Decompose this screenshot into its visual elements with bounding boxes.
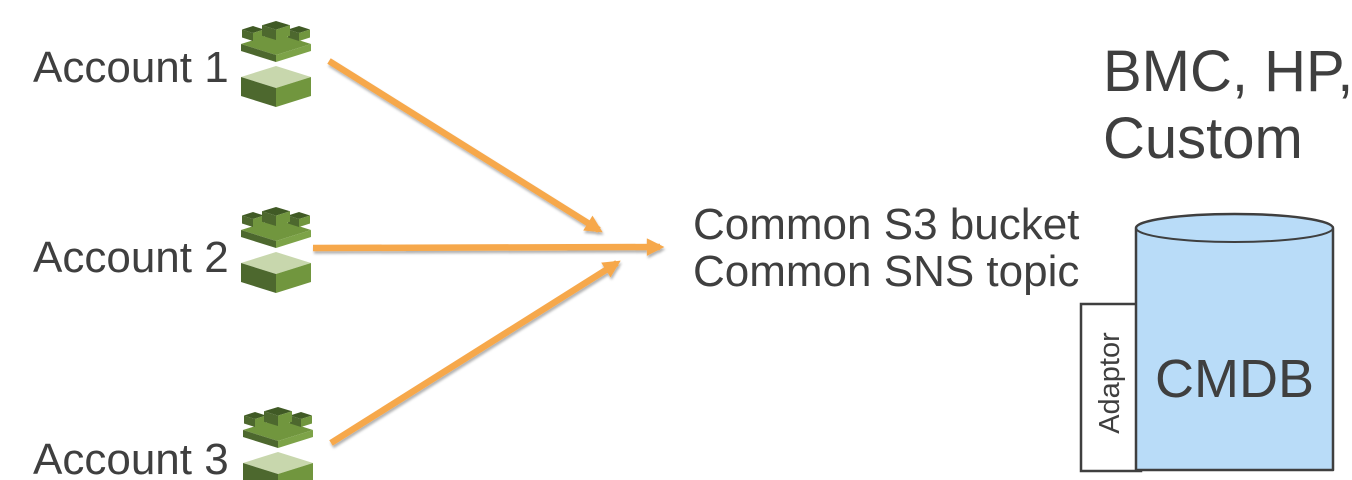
cmdb-vendors-text: BMC, HP, Custom	[1103, 38, 1352, 172]
aws-config-icon	[243, 407, 313, 480]
account-3-label: Account 3	[33, 435, 229, 480]
cmdb-label: CMDB	[1155, 349, 1314, 409]
cylinder-rim	[1135, 227, 1334, 243]
arrow-account3-to-hub	[329, 260, 621, 446]
common-s3-bucket-label: Common S3 bucket	[693, 200, 1080, 249]
vendors-line1: BMC, HP,	[1103, 39, 1352, 104]
account-1-label: Account 1	[33, 43, 229, 92]
vendors-line2: Custom	[1103, 106, 1303, 171]
common-sns-topic-label: Common SNS topic	[693, 247, 1080, 296]
arrows	[312, 58, 665, 446]
aws-config-icon	[241, 207, 311, 293]
cylinder-body	[1134, 212, 1335, 472]
adaptor-label: Adaptor	[1094, 332, 1126, 434]
aws-config-icon	[241, 21, 311, 107]
arrow-account2-to-hub	[312, 238, 665, 256]
arrow-account1-to-hub	[327, 58, 603, 233]
cmdb-cylinder	[1134, 212, 1335, 472]
adaptor-box	[1079, 302, 1143, 473]
hub-text: Common S3 bucket Common SNS topic	[693, 201, 1079, 295]
account-2-label: Account 2	[33, 233, 229, 282]
